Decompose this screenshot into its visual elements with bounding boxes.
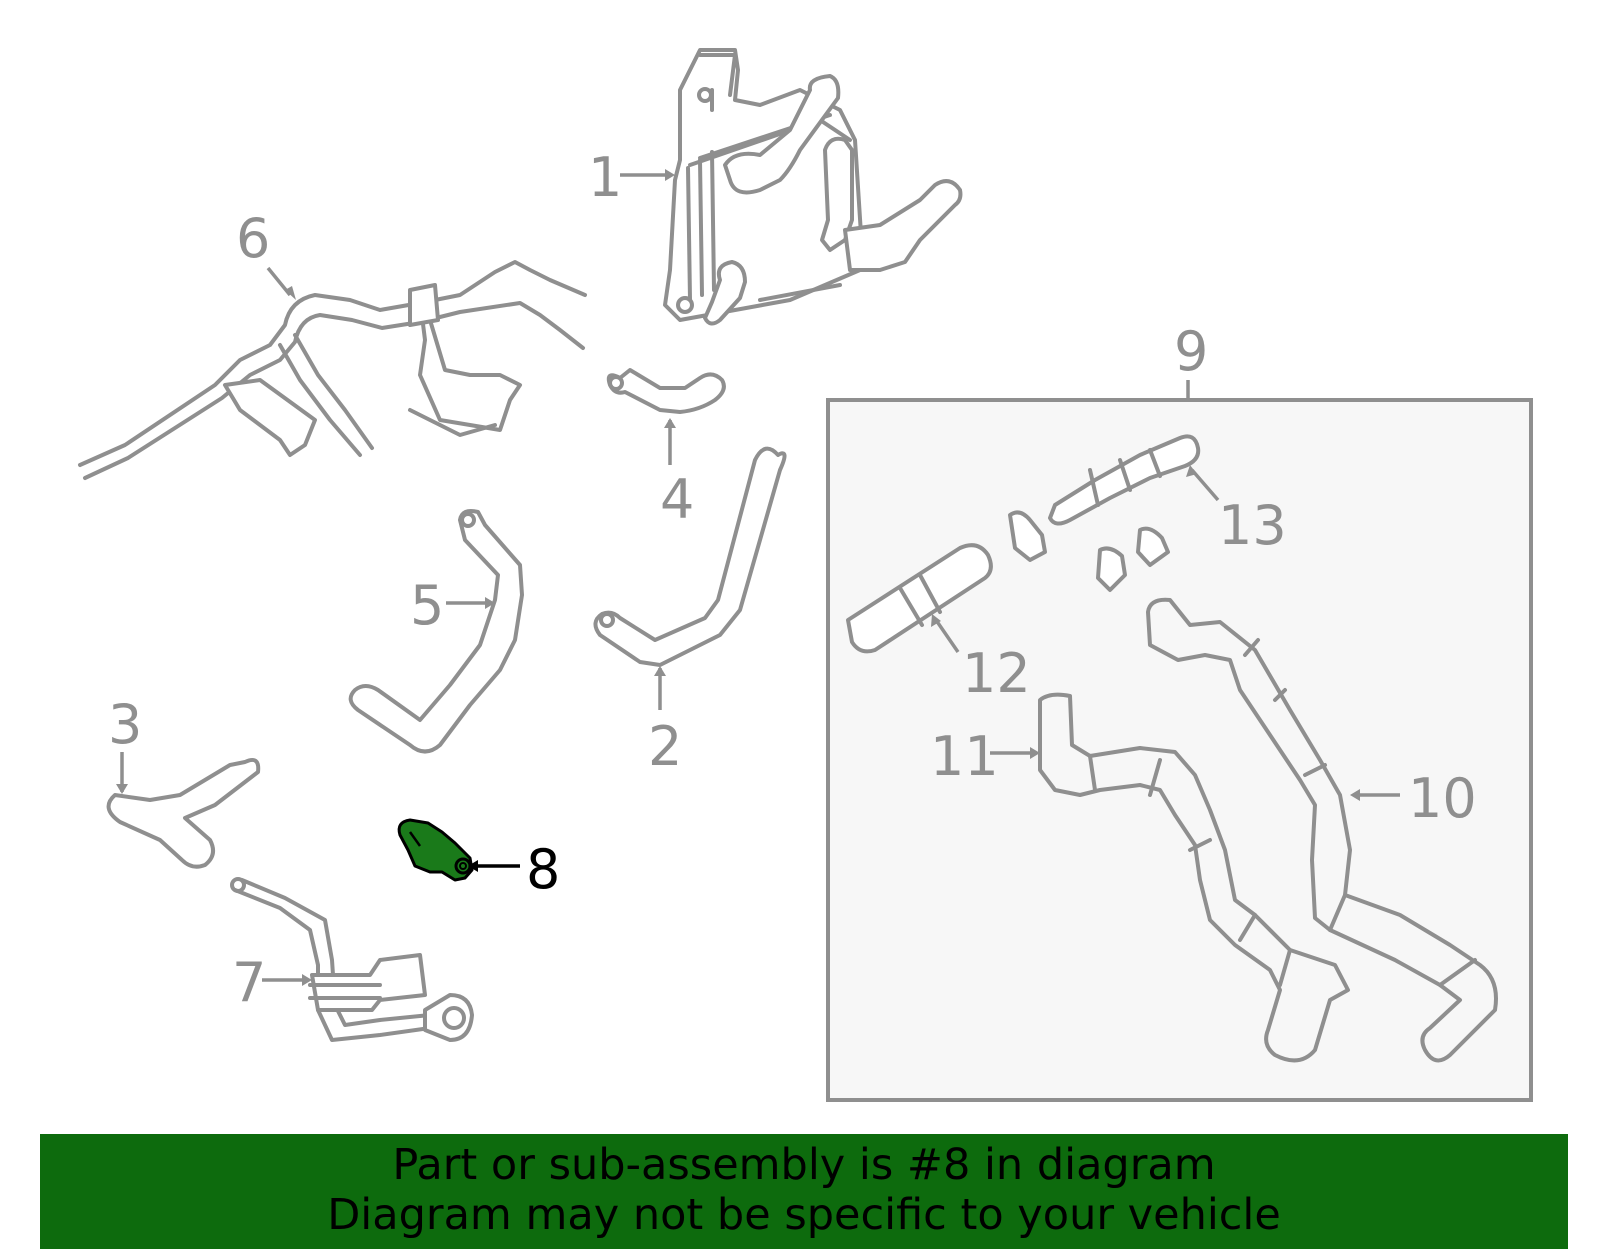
callout-8: 8 [526, 838, 560, 901]
callout-12: 12 [962, 642, 1031, 705]
callout-7: 7 [232, 951, 266, 1014]
callout-13: 13 [1218, 494, 1287, 557]
banner-line-2: Diagram may not be specific to your vehi… [327, 1190, 1281, 1240]
part-2-hose[interactable] [593, 446, 787, 667]
part-7-tube-bracket[interactable] [230, 877, 474, 1042]
callout-2: 2 [648, 715, 682, 778]
part-4-small-hose[interactable] [606, 368, 726, 414]
part-5-hose[interactable] [348, 509, 524, 754]
callout-11: 11 [930, 725, 999, 788]
callout-5: 5 [410, 574, 444, 637]
part-1-oil-cooler[interactable] [663, 48, 963, 326]
subassembly-9-box [826, 398, 1533, 1102]
part-6-tube-assembly[interactable] [78, 260, 587, 480]
part-12-sleeve[interactable] [846, 543, 993, 654]
part-8-highlighted[interactable] [397, 818, 474, 882]
callout-1: 1 [588, 146, 622, 209]
parts-diagram: 1 6 4 5 2 3 [78, 48, 1533, 1102]
info-banner: Part or sub-assembly is #8 in diagram Di… [40, 1134, 1568, 1249]
callout-3: 3 [108, 693, 142, 756]
callout-9: 9 [1174, 320, 1208, 383]
part-10-hose[interactable] [1146, 597, 1498, 1063]
banner-line-1: Part or sub-assembly is #8 in diagram [392, 1140, 1216, 1190]
part-13-connector[interactable] [1008, 434, 1201, 592]
callout-4: 4 [660, 468, 694, 531]
part-3-hose[interactable] [106, 758, 261, 869]
part-11-hose[interactable] [1038, 692, 1350, 1063]
callout-10: 10 [1408, 767, 1477, 830]
callout-6: 6 [236, 207, 270, 270]
